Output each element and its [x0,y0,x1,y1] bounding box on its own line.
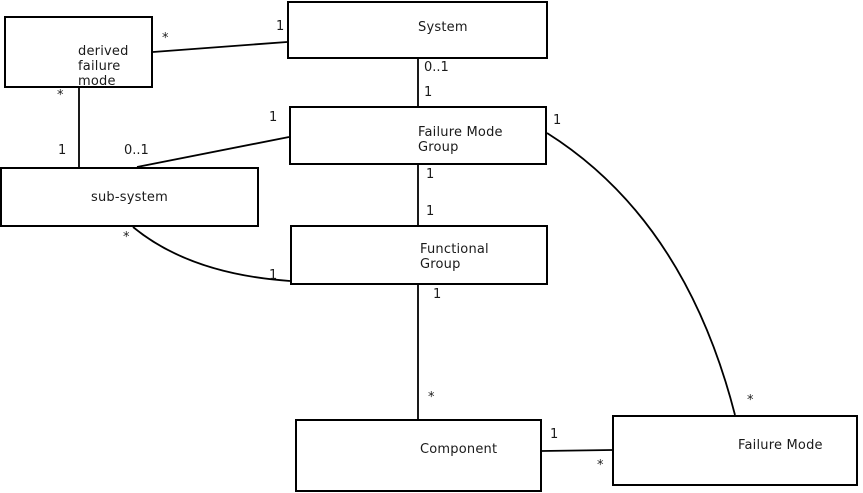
curve-sub-system-functional-group [132,226,291,282]
entity-failure-mode-group [289,106,547,165]
multiplicity-subsys-fg-at-subsys: * [123,230,130,245]
entity-label-line: mode [78,74,116,89]
entity-label-line: Failure Mode [418,125,503,140]
entity-label-component: Component [420,442,497,457]
entity-label-line: derived [78,44,129,59]
multiplicity-dfm-system-at-system: 1 [276,19,285,34]
entity-label-line: System [418,20,468,35]
entity-label-sub-system: sub-system [91,190,168,205]
entity-sub-system [0,167,259,227]
entity-label-functional-group: Functional Group [420,242,489,272]
entity-label-failure-mode-group: Failure Mode Group [418,125,503,155]
entity-label-line: Failure Mode [738,438,823,453]
entity-label-line: Group [420,257,461,272]
entity-label-line: sub-system [91,190,168,205]
multiplicity-system-fmg-at-system: 0..1 [424,60,449,75]
multiplicity-component-fm-at-fm: * [597,458,604,473]
entity-label-line: Group [418,140,459,155]
multiplicity-fmg-fg-at-fg: 1 [426,204,435,219]
multiplicity-subsys-fg-at-fg: 1 [269,268,278,283]
entity-label-line: Component [420,442,498,457]
multiplicity-fmg-fg-at-fmg: 1 [426,167,435,182]
multiplicity-fg-component-at-fg: 1 [433,287,442,302]
line-derived-failure-mode-system [152,41,288,53]
multiplicity-component-fm-at-component: 1 [550,427,559,442]
entity-component [295,419,542,492]
curve-failure-mode-group-failure-mode [546,132,736,416]
multiplicity-fg-component-at-component: * [428,390,435,405]
multiplicity-dfm-system-at-dfm: * [162,31,169,46]
entity-label-derived-failure-mode: derived failure mode [78,44,129,89]
multiplicity-subsys-fmg-at-fmg: 1 [269,110,278,125]
entity-functional-group [290,225,548,285]
entity-failure-mode [612,415,858,486]
entity-derived-failure-mode [4,16,153,88]
multiplicity-dfm-subsys-at-subsys: 1 [58,143,67,158]
entity-label-system: System [418,20,468,35]
entity-system [287,1,548,59]
multiplicity-system-fmg-at-fmg: 1 [424,85,433,100]
multiplicity-subsys-fmg-at-subsys: 0..1 [124,143,149,158]
entity-label-failure-mode: Failure Mode [738,438,823,453]
line-sub-system-failure-mode-group [136,136,290,168]
entity-label-line: failure [78,59,121,74]
multiplicity-fmg-fm-at-fm: * [747,393,754,408]
multiplicity-dfm-subsys-at-dfm: * [57,88,64,103]
line-component-failure-mode [541,449,613,452]
entity-label-line: Functional [420,242,489,257]
multiplicity-fmg-fm-at-fmg: 1 [553,113,562,128]
